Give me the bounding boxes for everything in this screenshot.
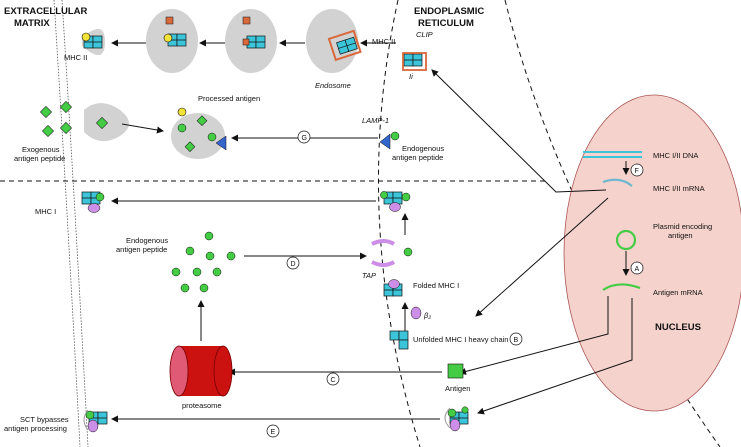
endogenous-top-label-2: antigen peptide <box>392 153 443 162</box>
arrow-antigen-mrna-to-antigen <box>459 296 609 375</box>
nucleus <box>563 94 741 412</box>
clip-label: CLIP <box>416 30 433 39</box>
lamp1-label: LAMP-1 <box>362 116 389 125</box>
unfolded-mhc-i <box>389 330 409 350</box>
mhc-dna-label: MHC I/II DNA <box>653 151 698 160</box>
endogenous-mid-label: Endogenous <box>126 236 168 245</box>
endosome-vesicles <box>82 9 358 73</box>
beta2-microglobulin <box>410 306 422 320</box>
lamp-icon <box>215 135 227 151</box>
mhc-ii-complexes <box>81 16 427 71</box>
folded-mhc-i-label: Folded MHC I <box>413 281 459 290</box>
step-a: A <box>635 266 640 273</box>
exogenous-label-2: antigen peptide <box>14 154 65 163</box>
lamp1-marker <box>379 133 391 150</box>
proteasome-icon <box>169 345 233 397</box>
endogenous-peptides-mid <box>171 231 236 293</box>
mhc-ii-er-label: MHC II <box>372 37 395 46</box>
arrow-mhc-mrna-to-er <box>431 69 607 193</box>
step-a-circle <box>630 261 644 275</box>
step-b: B <box>514 337 519 344</box>
cell-membrane <box>53 0 89 447</box>
step-f-circle <box>630 163 644 177</box>
arrow-mhc-mrna-to-unfolded <box>475 197 609 317</box>
processing-vesicle <box>171 113 225 159</box>
antigen-mrna <box>602 283 641 291</box>
plasmid-label-2: antigen <box>668 231 693 240</box>
tap-transporter <box>371 239 396 246</box>
unfolded-mhc-i-label: Unfolded MHC I heavy chain <box>413 335 508 344</box>
extracellular-matrix-heading: EXTRACELLULAR <box>4 6 88 17</box>
arrow-to-processing <box>121 123 164 134</box>
step-d-circle <box>286 256 300 270</box>
step-d: D <box>291 261 296 268</box>
step-g-circle <box>297 130 311 144</box>
endoplasmic-reticulum-heading: ENDOPLASMIC <box>414 6 484 17</box>
proteasome-label: proteasome <box>182 401 222 410</box>
endogenous-mid-label-2: antigen peptide <box>116 245 167 254</box>
mhc-ii-left-label: MHC II <box>64 53 87 62</box>
extracellular-matrix-heading-2: MATRIX <box>14 18 50 29</box>
step-e-circle <box>266 424 280 438</box>
step-g: G <box>302 135 307 142</box>
step-c: C <box>331 377 336 384</box>
ii-label: Ii <box>409 72 413 81</box>
mhc-mrna <box>602 178 633 187</box>
antigen-label: Antigen <box>445 384 470 393</box>
plasmid-label: Plasmid encoding <box>653 222 712 231</box>
mhc-i-label: MHC I <box>35 207 56 216</box>
sct-label-2: antigen processing <box>4 424 67 433</box>
arrow-antigen-mrna-to-sct <box>477 298 633 415</box>
nucleus-label: NUCLEUS <box>655 322 701 333</box>
endosome-label: Endosome <box>315 81 351 90</box>
step-b-circle <box>509 332 523 346</box>
step-e: E <box>271 429 276 436</box>
step-f: F <box>635 168 639 175</box>
beta2-label: β₂ <box>423 311 431 320</box>
exogenous-label: Exogenous <box>22 145 60 154</box>
endogenous-top-label: Endogenous <box>402 144 444 153</box>
endoplasmic-reticulum-heading-2: RETICULUM <box>418 18 474 29</box>
antigen-on-mhc-ii <box>81 32 91 42</box>
exogenous-peptides <box>39 100 73 138</box>
mhc-mrna-label: MHC I/II mRNA <box>653 184 705 193</box>
plasmid <box>615 229 637 251</box>
antigen-square <box>447 363 464 379</box>
step-c-circle <box>326 372 340 386</box>
processed-antigen-label: Processed antigen <box>198 94 260 103</box>
sct-label: SCT bypasses <box>20 415 69 424</box>
tap-label: TAP <box>362 271 376 280</box>
antigen-mrna-label: Antigen mRNA <box>653 288 703 297</box>
